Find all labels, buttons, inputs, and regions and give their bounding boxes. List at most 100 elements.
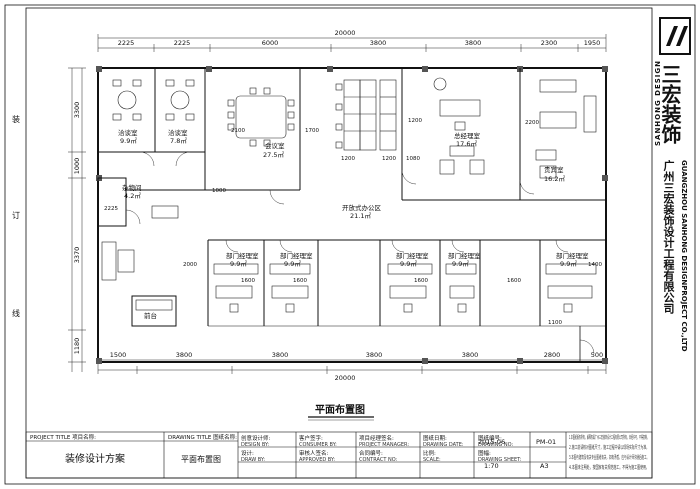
binding-mark-1: 装 <box>12 114 20 124</box>
plan-title: 平面布置图 <box>315 403 365 416</box>
left-dim-1: 3300 <box>73 102 81 119</box>
inner-dim-d: 1200 <box>382 156 396 162</box>
inner-dim-m: 1600 <box>293 278 307 284</box>
drawing-title-value: 平面布置图 <box>181 454 221 464</box>
room-dept5-area: 9.9㎡ <box>560 259 577 268</box>
room-labels: 洽谈室 9.9㎡ 洽谈室 7.8㎡ 杂物间 4.2㎡ 会议室 27.5㎡ 开放式… <box>118 128 589 320</box>
room-dept3-name: 部门经理室 <box>396 251 429 260</box>
bottom-dim-7: 500 <box>591 351 603 359</box>
inner-dim-j: 2000 <box>183 262 197 268</box>
top-dim-7: 1950 <box>584 39 601 47</box>
sheet-en: DRAWING SHEET: <box>478 457 522 463</box>
company-name-en: GUANGZHOU SANHONG DESIGNPROJECT CO.,LTD <box>680 160 688 352</box>
inner-dim-o: 1600 <box>507 278 521 284</box>
room-gm-area: 17.6㎡ <box>456 139 477 148</box>
brand-name-cn: 三宏装饰 <box>658 64 682 144</box>
contract-cn: 合同编号: <box>359 449 383 457</box>
inner-dimensions: 2100 1700 1200 1200 1200 1080 2200 2225 … <box>104 118 602 326</box>
inner-dim-p: 1100 <box>548 320 562 326</box>
note-2: 2.施工前请核对图纸尺寸，施工过程中请以现场实际尺寸为准。 <box>569 444 649 451</box>
sheet-cn: 图幅: <box>478 449 491 457</box>
room-open-office-area: 21.1㎡ <box>350 211 371 220</box>
room-meeting-area: 27.5㎡ <box>263 150 284 159</box>
room-open-office-name: 开放式办公区 <box>342 203 382 212</box>
room-meeting-name: 会议室 <box>265 141 285 150</box>
inner-dim-a: 2100 <box>231 128 245 134</box>
note-3: 3.本图与建筑及有关专业图纸有关，如有矛盾，应与设计师沟通后施工。 <box>569 454 649 461</box>
contract-en: CONTRACT NO: <box>359 457 398 463</box>
doors <box>125 151 595 355</box>
drawing-no-value: PM-01 <box>536 438 556 446</box>
date-cn: 图纸日期: <box>423 434 447 442</box>
furniture <box>101 77 597 313</box>
room-negotiation1-name: 洽谈室 <box>118 128 138 137</box>
bottom-dim-1: 1500 <box>110 351 127 359</box>
date-en: DRAWING DATE: <box>423 442 464 448</box>
drawing-no-cn: 图纸编号: <box>478 434 502 442</box>
bottom-dim-5: 3800 <box>462 351 479 359</box>
room-storage-name: 杂物间 <box>122 183 142 192</box>
inner-dim-k: 1400 <box>588 262 602 268</box>
bottom-total-dim: 20000 <box>335 374 356 382</box>
company-logo <box>659 17 691 55</box>
draw-by-en: DRAW BY: <box>241 457 265 463</box>
room-dept4-name: 部门经理室 <box>448 251 481 260</box>
room-negotiation2-name: 洽谈室 <box>168 128 188 137</box>
approved-en: APPROVED BY: <box>299 457 335 463</box>
room-reception-name: 前台 <box>144 311 157 320</box>
binding-mark-2: 订 <box>12 210 20 220</box>
bottom-dim-3: 3800 <box>272 351 289 359</box>
inner-dim-c: 1200 <box>341 156 355 162</box>
room-dept1-name: 部门经理室 <box>226 251 259 260</box>
top-dim-2: 2225 <box>174 39 191 47</box>
pm-cn: 项目经理签名: <box>359 434 394 442</box>
date-value: 2015-06 <box>478 438 505 446</box>
scale-value: 1:70 <box>484 462 499 470</box>
top-dim-3: 6000 <box>262 39 279 47</box>
room-storage-area: 4.2㎡ <box>124 191 141 200</box>
inner-dim-e: 1200 <box>408 118 422 124</box>
overall-width-dim: 20000 <box>335 29 356 37</box>
inner-dim-l: 1600 <box>241 278 255 284</box>
drawing-no-en: DRAWING NO: <box>478 442 513 448</box>
bottom-dim-4: 3800 <box>366 351 383 359</box>
room-dept4-area: 9.9㎡ <box>452 259 469 268</box>
pm-en: PROJECT MANAGER: <box>359 442 409 448</box>
scale-cn: 比例: <box>423 449 436 457</box>
brand-sidebar: SANHONG DESIGN 三宏装饰 广州三宏装饰设计工程有限公司 GUANG… <box>654 10 698 480</box>
room-dept1-area: 9.9㎡ <box>230 259 247 268</box>
sheet-value: A3 <box>540 462 549 470</box>
scale-en: SCALE: <box>423 457 441 463</box>
bottom-dim-2: 3800 <box>176 351 193 359</box>
inner-dim-i: 1000 <box>212 188 226 194</box>
bottom-dim-6: 2800 <box>544 351 561 359</box>
drawing-title-label: DRAWING TITLE 图纸名称: <box>168 433 237 441</box>
consumer-cn: 客户签字: <box>299 434 323 442</box>
room-negotiation1-area: 9.9㎡ <box>120 136 137 145</box>
title-block: PROJECT TITLE 项目名称: 装修设计方案 DRAWING TITLE… <box>30 433 649 471</box>
left-dim-2: 1000 <box>73 158 81 175</box>
room-dept3-area: 9.9㎡ <box>400 259 417 268</box>
top-dim-6: 2300 <box>541 39 558 47</box>
room-dept2-name: 部门经理室 <box>280 251 313 260</box>
inner-dim-h: 2225 <box>104 206 118 212</box>
design-by-cn: 创意设计师: <box>241 434 271 442</box>
room-negotiation2-area: 7.8㎡ <box>170 136 187 145</box>
note-1: 1.本图纸版权所有，解释权属广州三宏装饰设计工程有限公司所有。未经许可，不得复制… <box>569 434 649 441</box>
note-4: 4.本图未注明处，按国家有关规范施工。不得为施工图使用。 <box>569 464 649 471</box>
project-title-label: PROJECT TITLE 项目名称: <box>30 433 96 441</box>
title-block-grid <box>25 431 653 479</box>
left-dim-3: 3370 <box>73 247 81 264</box>
dimension-lines <box>68 34 607 374</box>
top-dim-4: 3800 <box>370 39 387 47</box>
room-dept2-area: 9.9㎡ <box>284 259 301 268</box>
inner-dim-n: 1600 <box>414 278 428 284</box>
consumer-en: CONSUMER BY: <box>299 442 337 448</box>
design-by-en: DESIGN BY: <box>241 442 269 448</box>
inner-dim-f: 1080 <box>406 156 420 162</box>
room-dept5-name: 部门经理室 <box>556 251 589 260</box>
room-vip-name: 贵宾室 <box>544 165 564 174</box>
left-dim-4: 1180 <box>73 338 81 355</box>
draw-by-cn: 设计: <box>241 449 254 457</box>
